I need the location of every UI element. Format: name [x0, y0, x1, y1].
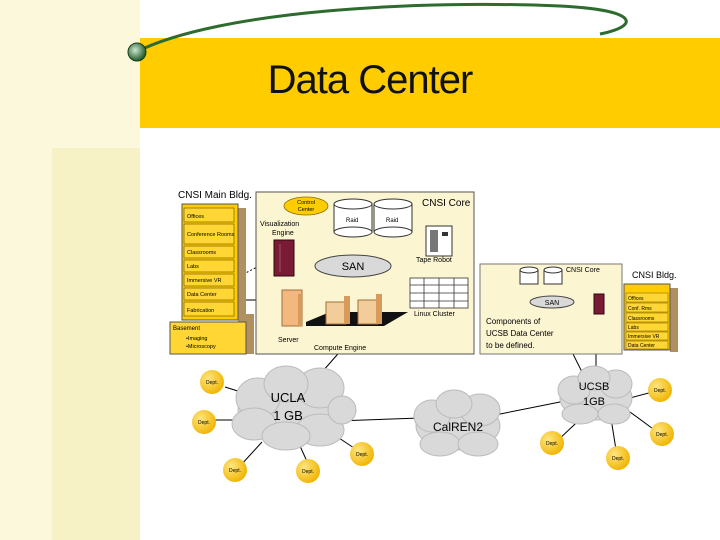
- tape-robot-device: [425, 225, 453, 257]
- svg-text:Dept.: Dept.: [356, 452, 368, 458]
- compute-engine-label: Compute Engine: [314, 345, 366, 352]
- control-center-label-2: Center: [298, 207, 315, 213]
- svg-text:Dept.: Dept.: [198, 420, 210, 426]
- dept-node-4: Dept.: [296, 459, 320, 483]
- basement-shadow: [244, 314, 254, 354]
- ucsb-net-label-2: 1GB: [583, 396, 605, 408]
- ucsb-note-line-2: UCSB Data Center: [486, 329, 554, 338]
- ucsb-floor-data-center: Data Center: [628, 343, 655, 349]
- dept-node-7: Dept.: [606, 446, 630, 470]
- viz-engine-label-1: Visualization: [260, 221, 299, 228]
- basement-item-microscopy: •Microscopy: [186, 344, 216, 350]
- decorative-background-inner: [52, 148, 140, 540]
- raid-label-1: Raid: [346, 218, 358, 224]
- ucsb-bldg-floors: [625, 292, 669, 350]
- linux-cluster-grid: [409, 277, 469, 309]
- ucsb-san-label: SAN: [545, 300, 559, 307]
- svg-text:Dept.: Dept.: [206, 380, 218, 386]
- floor-classrooms: Classrooms: [187, 250, 216, 256]
- floor-labs: Labs: [187, 264, 199, 270]
- san-hub: [314, 254, 392, 278]
- basement-title: Basement: [173, 326, 200, 332]
- raid-cylinder-1: [333, 198, 373, 238]
- ucsb-core-title: CNSI Core: [566, 267, 600, 274]
- dept-node-3: Dept.: [223, 458, 247, 482]
- svg-text:Dept.: Dept.: [229, 468, 241, 474]
- dept-node-5: Dept.: [350, 442, 374, 466]
- tape-robot-label: Tape Robot: [416, 257, 452, 264]
- main-bldg-shadow: [238, 208, 246, 324]
- ucsb-cloud: [557, 365, 633, 425]
- floor-data-center: Data Center: [187, 292, 217, 298]
- ucsb-bldg-shadow: [670, 288, 678, 352]
- control-center-node: [283, 196, 329, 216]
- ucsb-raid-cylinders: [519, 266, 563, 285]
- ucsb-note-line-1: Components of: [486, 317, 541, 326]
- dept-node-9: Dept.: [650, 422, 674, 446]
- ucsb-bldg-title: CNSI Bldg.: [632, 270, 677, 280]
- basement: [169, 321, 247, 355]
- control-center-label-1: Control: [297, 200, 315, 206]
- calren-cloud: [413, 389, 501, 457]
- ucsb-san-hub: [529, 295, 575, 309]
- dept-node-1: Dept.: [200, 370, 224, 394]
- ucsb-floor-conf-rms: Conf. Rms: [628, 306, 652, 312]
- ucsb-note-line-3: to be defined.: [486, 341, 534, 350]
- title-bar: [140, 38, 720, 128]
- main-bldg-floors: [183, 207, 235, 317]
- ucla-cloud: [231, 365, 357, 451]
- dept-node-6: Dept.: [540, 431, 564, 455]
- svg-text:Dept.: Dept.: [612, 456, 624, 462]
- raid-cylinder-2: [373, 198, 413, 238]
- raid-label-2: Raid: [386, 218, 398, 224]
- svg-text:Dept.: Dept.: [302, 469, 314, 475]
- ucsb-floor-immersive-vr: Immersive VR: [628, 334, 660, 340]
- floor-immersive-vr: Immersive VR: [187, 278, 222, 284]
- compute-node-2: [357, 299, 379, 325]
- floor-offices: Offices: [187, 214, 204, 220]
- ucla-label-1: UCLA: [271, 390, 306, 405]
- decorative-orb: [127, 42, 147, 62]
- ucsb-net-label-1: UCSB: [579, 381, 610, 393]
- dept-node-8: Dept.: [648, 378, 672, 402]
- linux-cluster-label: Linux Cluster: [414, 311, 456, 318]
- svg-text:Dept.: Dept.: [656, 432, 668, 438]
- viz-engine-device: [273, 239, 295, 277]
- viz-engine-label-2: Engine: [272, 230, 294, 237]
- svg-text:Dept.: Dept.: [654, 388, 666, 394]
- server-label: Server: [278, 337, 299, 344]
- ucsb-floor-offices: Offices: [628, 296, 644, 302]
- decorative-swoosh: [135, 2, 628, 54]
- san-label: SAN: [342, 261, 365, 273]
- calren-label: CalREN2: [433, 420, 483, 434]
- basement-item-imaging: •Imaging: [186, 336, 208, 342]
- floor-fabrication: Fabrication: [187, 308, 214, 314]
- dept-node-2: Dept.: [192, 410, 216, 434]
- cnsi-core-title: CNSI Core: [422, 198, 471, 209]
- ucsb-floor-classrooms: Classrooms: [628, 316, 655, 322]
- compute-node-1: [325, 301, 347, 325]
- svg-text:Dept.: Dept.: [546, 441, 558, 447]
- page-title: Data Center: [267, 58, 474, 102]
- main-bldg-title: CNSI Main Bldg.: [178, 190, 252, 201]
- ucla-label-2: 1 GB: [273, 408, 303, 423]
- ucsb-floor-labs: Labs: [628, 325, 639, 331]
- floor-conference-rooms: Conference Rooms: [187, 232, 235, 238]
- ucsb-device: [593, 293, 605, 315]
